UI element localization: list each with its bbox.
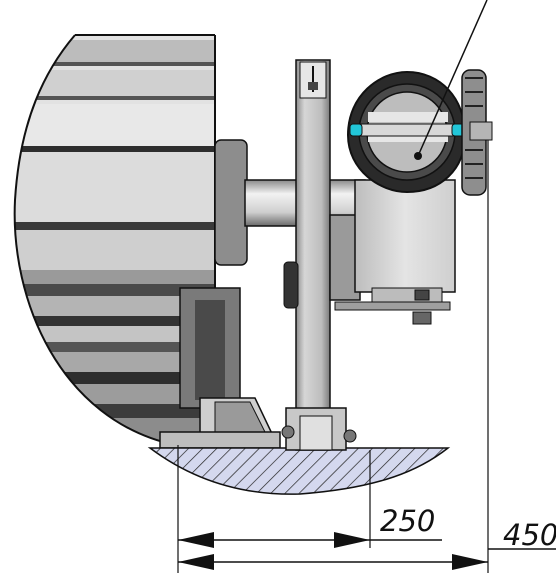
foundation-hatch bbox=[147, 447, 451, 495]
drum bbox=[13, 34, 216, 446]
cyan-shaft-left bbox=[349, 123, 363, 137]
anchor-bolt-left bbox=[281, 425, 295, 439]
support-post bbox=[281, 59, 357, 451]
leader-line bbox=[417, 0, 488, 157]
sensor-housing bbox=[329, 179, 456, 325]
lower-frame bbox=[159, 287, 281, 449]
dimension-450: 450 bbox=[178, 518, 556, 570]
mount-bolt bbox=[412, 311, 432, 325]
extension-lines bbox=[177, 140, 489, 573]
dimension-450-label: 450 bbox=[503, 518, 556, 552]
hub-flange bbox=[214, 139, 248, 266]
mount-bolt-head bbox=[414, 289, 430, 301]
post-clamp bbox=[283, 261, 299, 309]
dimension-250: 250 bbox=[178, 504, 442, 548]
dimension-250-label: 250 bbox=[380, 504, 435, 538]
anchor-bolt-right bbox=[343, 429, 357, 443]
sensor-head bbox=[346, 70, 471, 194]
sprocket bbox=[461, 69, 493, 196]
